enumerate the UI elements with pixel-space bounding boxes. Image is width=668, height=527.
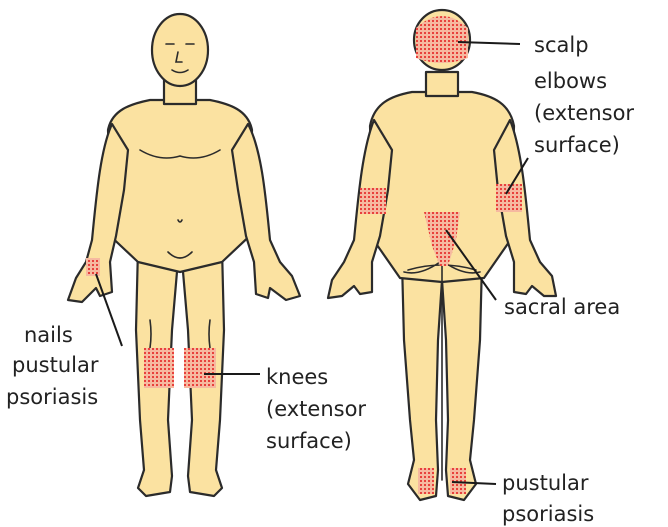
back-body-figure — [328, 10, 556, 500]
front-left-knee-patch — [144, 348, 174, 388]
label-nails-line1: nails — [24, 323, 73, 347]
label-knees-line3: surface) — [266, 429, 352, 453]
front-nail-patch — [86, 258, 100, 276]
label-knees-line1: knees — [266, 365, 328, 389]
front-torso — [104, 100, 256, 272]
label-scalp: scalp — [534, 33, 589, 57]
label-elbows-line3: surface) — [534, 133, 620, 157]
front-left-arm — [232, 124, 300, 300]
label-knees-line2: (extensor — [266, 397, 366, 421]
label-elbows-line2: (extensor — [534, 101, 634, 125]
back-left-elbow-patch — [360, 188, 386, 214]
scalp-patch — [416, 16, 468, 63]
back-right-foot-patch — [450, 468, 466, 494]
back-left-leg — [402, 262, 442, 500]
back-left-foot-patch — [418, 468, 434, 494]
front-body-figure — [68, 14, 300, 496]
label-feet-line1: pustular — [502, 471, 589, 495]
label-nails-line3: psoriasis — [6, 385, 98, 409]
label-sacral: sacral area — [504, 295, 620, 319]
back-neck — [426, 72, 458, 96]
front-right-knee-patch — [184, 348, 216, 388]
back-right-leg — [442, 262, 482, 500]
front-head — [152, 14, 208, 86]
label-elbows-line1: elbows — [534, 69, 607, 93]
label-feet-line2: psoriasis — [502, 502, 594, 526]
label-nails-line2: pustular — [12, 353, 99, 377]
